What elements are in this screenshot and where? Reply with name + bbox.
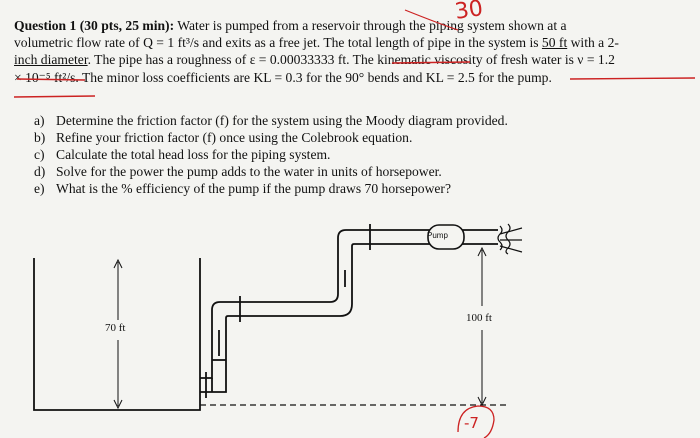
- pipe: [200, 229, 498, 393]
- sub-questions: a)Determine the friction factor (f) for …: [34, 112, 508, 197]
- question-line-4: × 10⁻⁵ ft²/s. The minor loss coefficient…: [14, 69, 552, 85]
- ink-underline-diameter: [16, 78, 86, 81]
- part-b: b)Refine your friction factor (f) once u…: [34, 130, 413, 145]
- height-label-left: 70 ft: [105, 322, 126, 334]
- height-dimension-right: [477, 246, 487, 407]
- ink-circle: [457, 405, 495, 438]
- question-heading: Question 1 (30 pts, 25 min):: [14, 18, 175, 33]
- reservoir-tank: [33, 258, 201, 411]
- part-c: c)Calculate the total head loss for the …: [34, 147, 331, 162]
- height-label-right: 100 ft: [466, 312, 492, 324]
- part-e: e)What is the % efficiency of the pump i…: [34, 181, 451, 196]
- pipe-length: 50 ft: [541, 35, 568, 51]
- handwritten-mark-bottom: -7: [464, 414, 479, 432]
- question-text: Question 1 (30 pts, 25 min): Water is pu…: [14, 17, 694, 86]
- height-dimension-left: [113, 258, 123, 410]
- part-d: d)Solve for the power the pump adds to t…: [34, 164, 442, 179]
- part-a: a)Determine the friction factor (f) for …: [34, 113, 508, 128]
- pump-label: Pump: [427, 231, 448, 240]
- ink-underline-viscosity: [13, 77, 696, 98]
- ink-underline-length: [391, 61, 471, 64]
- pump-body: [427, 224, 465, 250]
- ink-top-stroke: [404, 9, 459, 31]
- question-line-3: inch diameter. The pipe has a roughness …: [14, 52, 615, 68]
- pipe-diameter: inch diameter: [14, 52, 88, 68]
- question-line-1: Question 1 (30 pts, 25 min): Water is pu…: [14, 18, 567, 33]
- free-jet-icon: [497, 223, 523, 255]
- question-line-2: volumetric flow rate of Q = 1 ft³/s and …: [14, 35, 619, 51]
- pipe-flanges: [205, 224, 371, 398]
